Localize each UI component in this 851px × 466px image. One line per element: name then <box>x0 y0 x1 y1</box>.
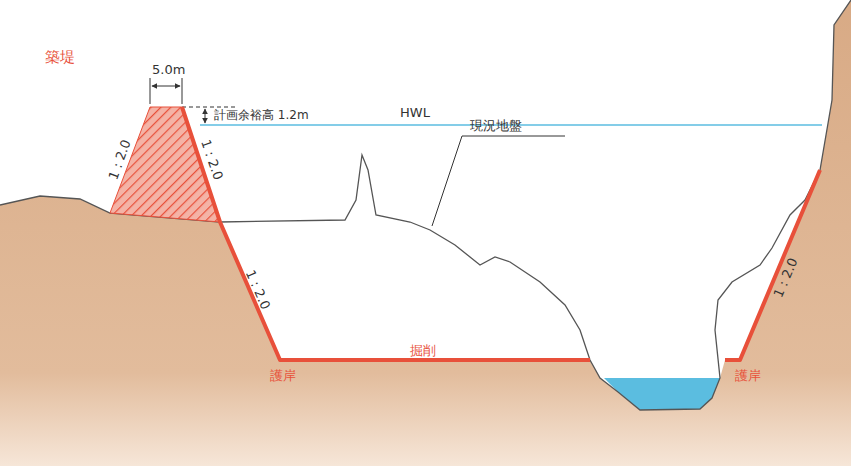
leader-line <box>432 136 462 226</box>
excavation-line <box>182 107 590 360</box>
part-name: 護岸 <box>270 368 296 384</box>
part-name: 掘削 <box>410 343 436 359</box>
crest-dash <box>182 107 236 108</box>
dim-tick <box>150 78 151 104</box>
dimension: 計画余裕高 1.2m <box>214 108 309 122</box>
dim-tick <box>182 78 183 104</box>
callout-label: 現況地盤 <box>470 118 522 134</box>
leader-line <box>462 136 565 137</box>
dimension: 5.0m <box>152 62 185 78</box>
water-level: HWL <box>400 105 430 121</box>
existing-ground-line <box>0 0 851 410</box>
part-name: 護岸 <box>735 368 761 384</box>
part-name: 築堤 <box>45 48 75 66</box>
revetment-right <box>725 170 820 360</box>
freeboard-arrow <box>205 109 206 123</box>
dim-arrow <box>152 86 180 87</box>
